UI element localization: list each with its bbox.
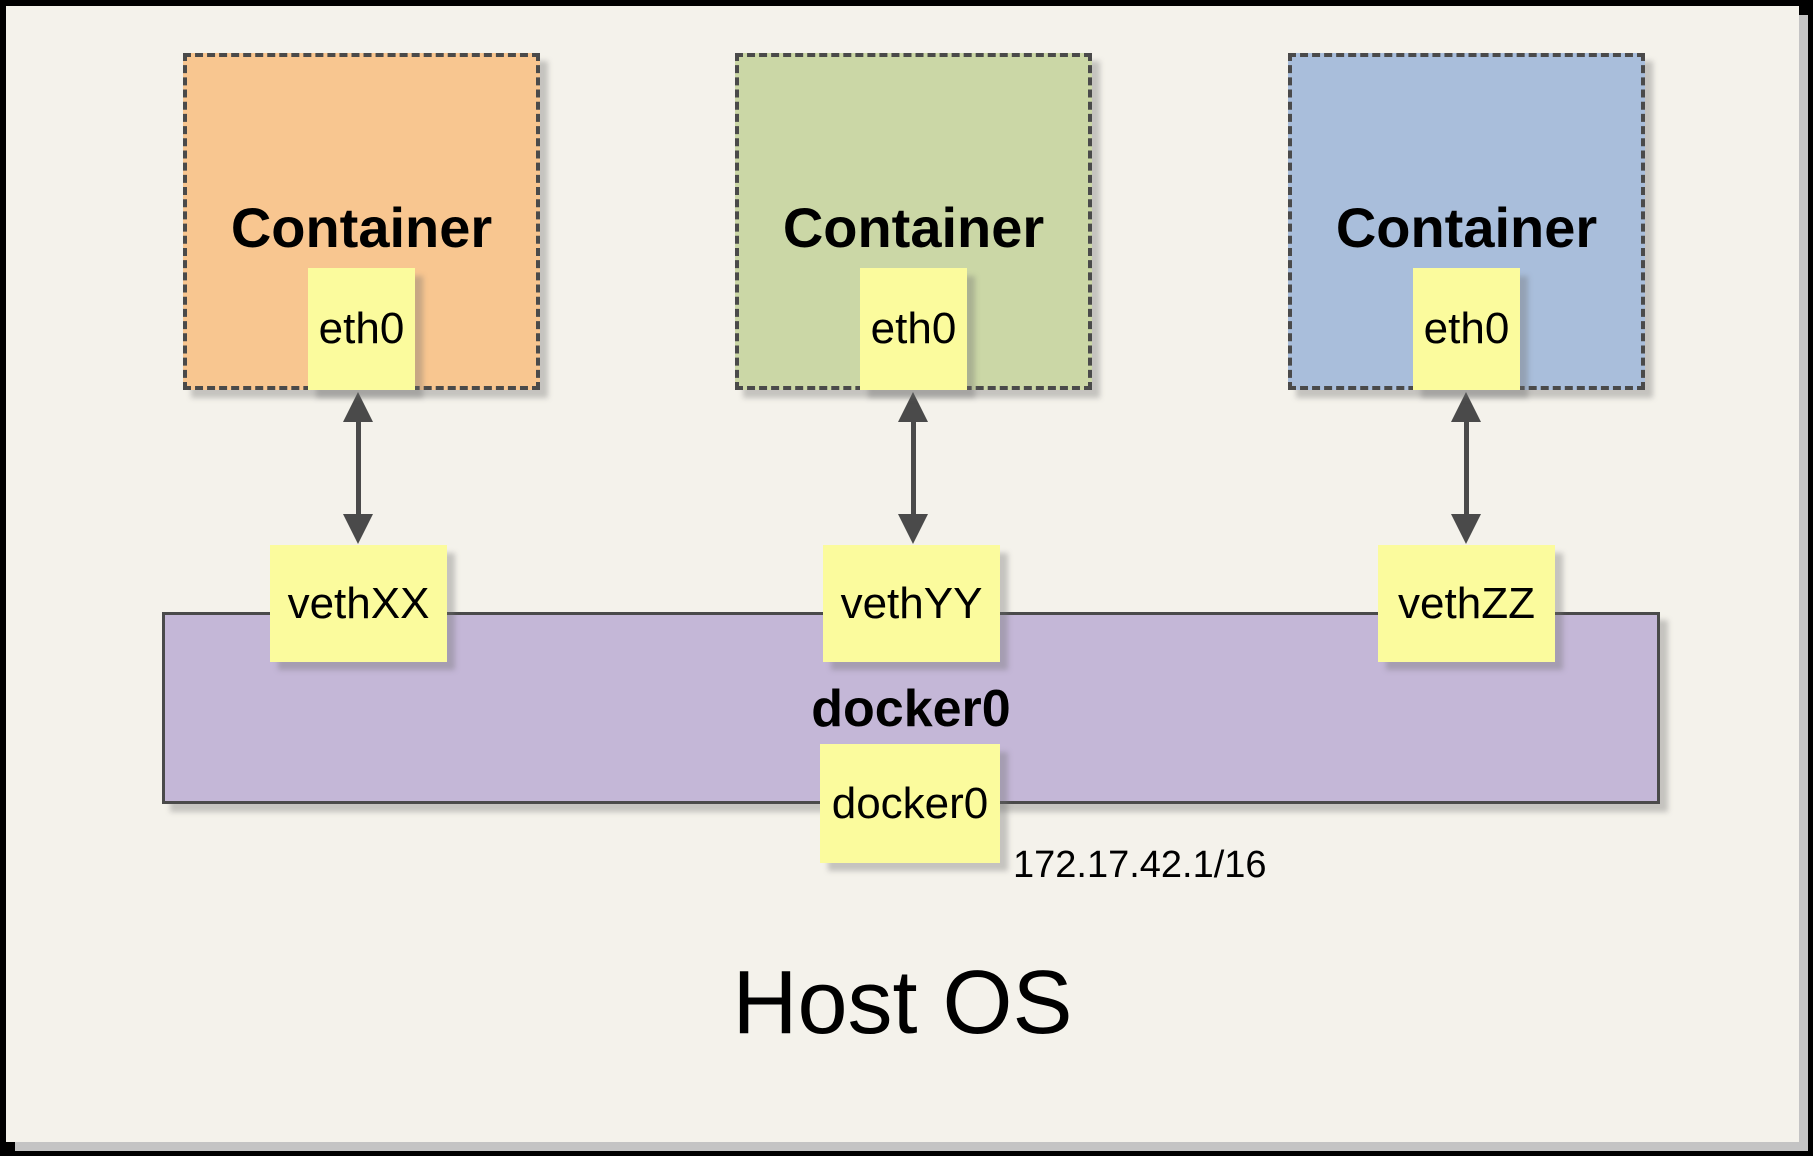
arrow-up-icon (898, 392, 928, 422)
docker0-bridge-label: docker0 (811, 680, 1011, 738)
vethzz-interface-box: vethZZ (1378, 545, 1555, 662)
arrow-down-icon (343, 514, 373, 544)
arrow-shaft (910, 422, 916, 514)
container-label: Container (1335, 196, 1598, 259)
bridge-ip-address: 172.17.42.1/16 (1013, 844, 1267, 886)
arrow-shaft (355, 422, 361, 514)
arrow-down-icon (1451, 514, 1481, 544)
container-box-blue: Container eth0 (1288, 53, 1645, 390)
container-box-green: Container eth0 (735, 53, 1092, 390)
arrow-up-icon (343, 392, 373, 422)
diagram-canvas: Container eth0 Container eth0 Container … (6, 6, 1799, 1142)
eth0-interface-box: eth0 (1413, 268, 1520, 390)
veth-connection-arrow (898, 392, 928, 544)
arrow-up-icon (1451, 392, 1481, 422)
container-label: Container (782, 196, 1045, 259)
host-os-label: Host OS (732, 953, 1073, 1053)
docker0-interface-box: docker0 (820, 744, 1000, 863)
container-label: Container (230, 196, 493, 259)
arrow-shaft (1463, 422, 1469, 514)
vethxx-interface-box: vethXX (270, 545, 447, 662)
veth-connection-arrow (343, 392, 373, 544)
eth0-interface-box: eth0 (308, 268, 415, 390)
arrow-down-icon (898, 514, 928, 544)
veth-connection-arrow (1451, 392, 1481, 544)
eth0-interface-box: eth0 (860, 268, 967, 390)
container-box-orange: Container eth0 (183, 53, 540, 390)
vethyy-interface-box: vethYY (823, 545, 1000, 662)
